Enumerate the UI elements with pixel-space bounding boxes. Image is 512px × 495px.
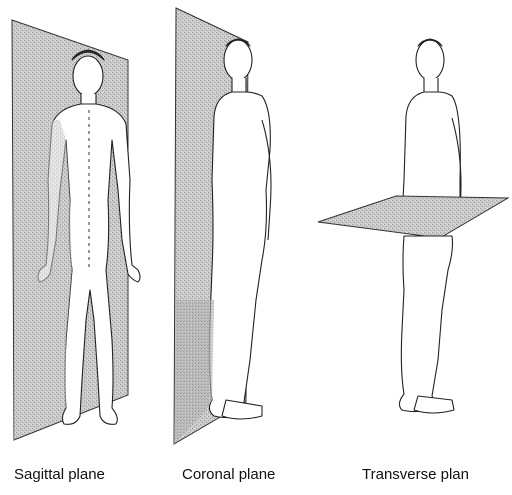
transverse-plane (318, 196, 508, 238)
sagittal-plane-caption: Sagittal plane (14, 466, 105, 484)
coronal-plane-figure (174, 8, 271, 444)
coronal-plane-caption: Coronal plane (182, 466, 275, 484)
transverse-plane-figure (318, 39, 508, 413)
transverse-plane-caption: Transverse plan (362, 466, 512, 484)
transverse-upper-body (402, 39, 461, 218)
transverse-lower-body (399, 236, 454, 413)
sagittal-plane-figure (12, 20, 140, 440)
